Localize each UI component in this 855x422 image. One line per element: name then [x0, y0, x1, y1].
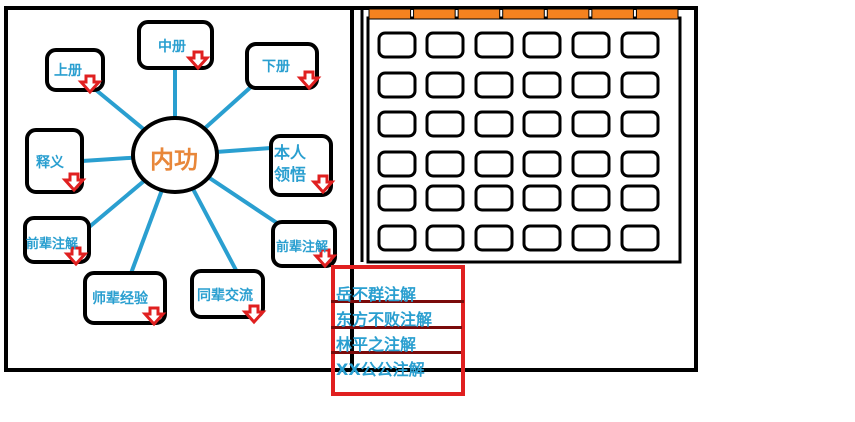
grid-cell[interactable] [474, 184, 514, 212]
dropdown-item[interactable]: XX公公注解 [336, 360, 425, 379]
grid-cell[interactable] [620, 150, 660, 178]
node-label: 中册 [158, 39, 186, 55]
node-master-experience[interactable] [83, 271, 167, 325]
grid-cell[interactable] [425, 184, 465, 212]
center-node[interactable] [131, 116, 219, 194]
node-label: 师辈经验 [92, 291, 148, 307]
grid-cell[interactable] [474, 71, 514, 99]
node-label: 前辈注解 [276, 240, 329, 255]
grid-cell[interactable] [474, 31, 514, 59]
grid-cell[interactable] [571, 110, 611, 138]
grid-cell[interactable] [620, 224, 660, 252]
tab[interactable] [457, 8, 501, 20]
tab-bar [368, 8, 679, 20]
grid-cell[interactable] [522, 71, 562, 99]
grid-cell[interactable] [522, 150, 562, 178]
grid-cell[interactable] [474, 150, 514, 178]
grid-cell[interactable] [377, 224, 417, 252]
expand-arrow-icon[interactable] [310, 174, 336, 195]
node-label: 本人领悟 [274, 143, 307, 184]
expand-arrow-icon[interactable] [185, 50, 211, 71]
grid-cell[interactable] [377, 31, 417, 59]
grid-cell[interactable] [377, 110, 417, 138]
grid-cell[interactable] [620, 184, 660, 212]
node-label: 下册 [262, 59, 290, 75]
node-label: 释义 [36, 155, 64, 171]
grid-cell[interactable] [474, 224, 514, 252]
grid-cell[interactable] [571, 150, 611, 178]
tab[interactable] [413, 8, 456, 20]
grid-cell[interactable] [571, 31, 611, 59]
expand-arrow-icon[interactable] [61, 172, 87, 193]
expand-arrow-icon[interactable] [312, 248, 338, 269]
expand-arrow-icon[interactable] [296, 70, 322, 91]
expand-arrow-icon[interactable] [77, 74, 103, 95]
dropdown-menu[interactable] [331, 265, 465, 396]
grid-cell[interactable] [522, 31, 562, 59]
grid-cell[interactable] [474, 110, 514, 138]
expand-arrow-icon[interactable] [63, 246, 89, 267]
tab[interactable] [502, 8, 545, 20]
expand-arrow-icon[interactable] [241, 304, 267, 325]
tab[interactable] [546, 8, 590, 20]
node-label: 前辈注解 [26, 237, 79, 252]
tab[interactable] [368, 8, 412, 20]
grid-cell[interactable] [522, 184, 562, 212]
mind-map [23, 20, 338, 327]
dropdown-item[interactable]: 东方不败注解 [336, 310, 433, 329]
grid-cell[interactable] [377, 150, 417, 178]
node-interpretation[interactable] [25, 128, 84, 194]
grid-cell[interactable] [571, 71, 611, 99]
tab[interactable] [635, 8, 679, 20]
dropdown-separator [331, 300, 464, 303]
grid-cell[interactable] [620, 71, 660, 99]
grid-cell[interactable] [377, 184, 417, 212]
dropdown-separator [331, 326, 462, 329]
dropdown-item[interactable]: 林平之注解 [336, 335, 417, 354]
center-node-label: 内功 [150, 146, 198, 174]
dropdown-item[interactable]: 岳不群注解 [336, 285, 417, 304]
dropdown-separator [331, 351, 461, 354]
expand-arrow-icon[interactable] [141, 306, 167, 327]
grid-cell[interactable] [425, 110, 465, 138]
grid-cell[interactable] [571, 184, 611, 212]
grid-cell[interactable] [522, 224, 562, 252]
node-label: 上册 [54, 63, 82, 79]
node-label: 同辈交流 [197, 288, 253, 304]
grid-cell[interactable] [425, 150, 465, 178]
grid-cell[interactable] [522, 110, 562, 138]
grid-cell[interactable] [377, 71, 417, 99]
grid-cells [377, 31, 660, 252]
tab[interactable] [591, 8, 634, 20]
grid-cell[interactable] [620, 110, 660, 138]
grid-cell[interactable] [620, 31, 660, 59]
grid-cell[interactable] [571, 224, 611, 252]
node-peer-exchange[interactable] [190, 269, 265, 319]
node-personal-insight[interactable] [269, 134, 333, 197]
grid-cell[interactable] [425, 224, 465, 252]
grid-cell[interactable] [425, 31, 465, 59]
grid-cell[interactable] [425, 71, 465, 99]
